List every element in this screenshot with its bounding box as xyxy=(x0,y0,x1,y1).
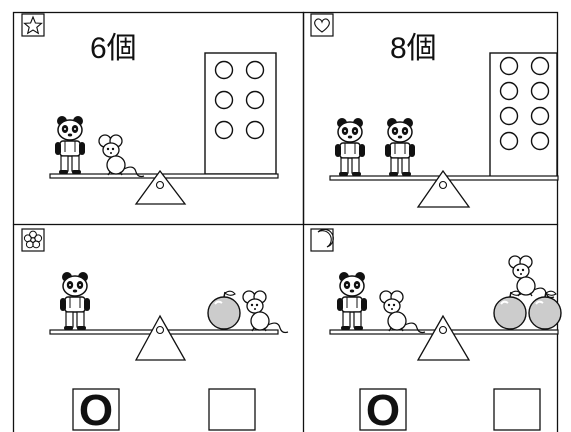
panda-figure xyxy=(335,118,365,176)
panda-figure xyxy=(55,116,85,174)
apple-figure xyxy=(208,291,240,329)
dot-box xyxy=(490,53,557,177)
answer-mark: O xyxy=(79,386,113,432)
seesaw xyxy=(50,171,278,204)
answer-box-left[interactable]: O xyxy=(73,386,119,432)
mouse-figure xyxy=(99,135,144,177)
count-label: 6個 xyxy=(90,32,137,65)
panda-figure xyxy=(337,272,367,330)
answer-box-left[interactable]: O xyxy=(360,386,406,432)
flower-icon xyxy=(22,229,44,251)
apple-figure xyxy=(529,291,561,329)
mouse-figure xyxy=(243,291,288,333)
answer-box-right[interactable] xyxy=(494,389,540,430)
answer-mark: O xyxy=(366,386,400,432)
seesaw xyxy=(330,171,558,207)
dot-box xyxy=(205,53,276,174)
answer-box-right[interactable] xyxy=(209,389,255,430)
apple-figure xyxy=(494,291,526,329)
star-icon xyxy=(22,14,44,36)
seesaw xyxy=(330,316,558,360)
panda-figure xyxy=(385,118,415,176)
count-label: 8個 xyxy=(390,32,437,65)
mouse-figure xyxy=(380,291,425,333)
heart-icon xyxy=(311,14,333,36)
panda-figure xyxy=(60,272,90,330)
moon-icon xyxy=(311,229,333,251)
